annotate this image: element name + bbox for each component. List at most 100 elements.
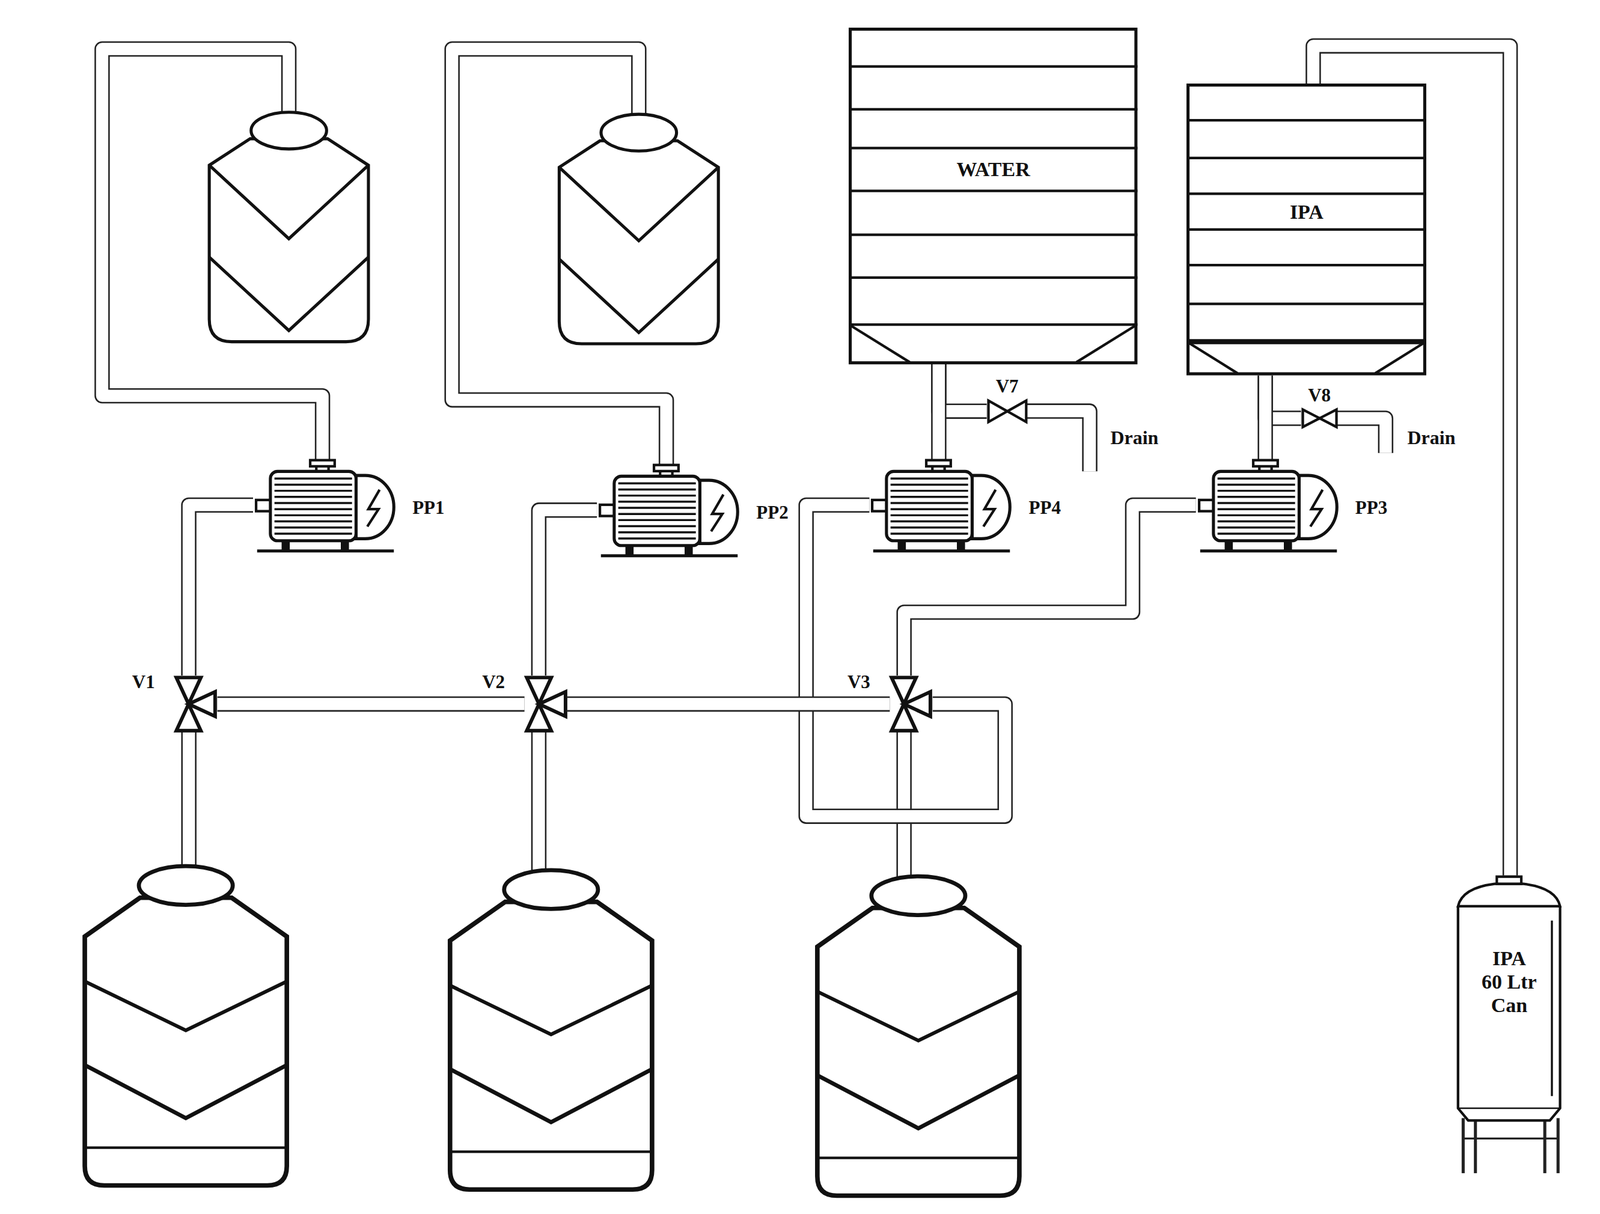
hopper-line [848, 323, 1138, 326]
pipe-connector [938, 364, 939, 460]
cooling-fin [890, 532, 969, 535]
motor-body [1213, 471, 1300, 541]
cooling-fin [274, 483, 353, 486]
cooling-fin [618, 513, 697, 516]
can-leg [1473, 1120, 1477, 1174]
can-body [1458, 906, 1561, 1121]
ipa-tank-symbol [1186, 83, 1427, 376]
pipe [180, 730, 196, 870]
lightning-symbol [711, 494, 724, 532]
lightning-symbol [983, 489, 996, 527]
tank-course-line [1186, 119, 1427, 122]
pipe-bore [538, 510, 597, 676]
pipe [532, 730, 545, 874]
water-tank-symbol [848, 27, 1138, 365]
cooling-fin [618, 525, 697, 528]
text-slot: WATER [848, 147, 1138, 191]
motor-end-cap [355, 475, 394, 539]
storage-vessel [817, 876, 1020, 1196]
hopper-slope [1188, 342, 1238, 374]
text-slot: V7 [994, 375, 1020, 398]
drain-valve-symbol [1301, 408, 1338, 429]
sight-glass [1550, 920, 1553, 1096]
pump-symbol [1196, 459, 1340, 556]
text-slot: IPA [1186, 194, 1427, 230]
cooling-fin [274, 532, 353, 535]
cooling-fin [1217, 507, 1295, 510]
can-flange [1497, 876, 1522, 884]
cooling-fin [618, 507, 697, 510]
text-slot: PP3 [1354, 497, 1389, 519]
valve-port [1007, 400, 1026, 422]
tank-course-line [1186, 263, 1427, 267]
tank-outline [1188, 85, 1426, 374]
pipe-wall [567, 696, 890, 712]
pipe-wall [217, 696, 525, 712]
drain-pipe [1025, 411, 1090, 472]
cooling-fin [618, 501, 697, 504]
label-slot: Drain [1108, 426, 1160, 449]
ipa-tank: IPA [1186, 83, 1427, 376]
tag-label: PP3 [1354, 497, 1389, 519]
drain-pipe [1335, 418, 1386, 454]
valve-port [538, 691, 565, 717]
valve-port [903, 691, 931, 717]
pump-base [1199, 549, 1337, 553]
cooling-fin [274, 477, 353, 480]
can-leg [1556, 1117, 1560, 1174]
three-way-valve: V1 [174, 675, 217, 733]
pipe-connector [538, 510, 597, 676]
cooling-fin [618, 494, 697, 497]
pump-flange [926, 460, 952, 467]
pump: PP3 [1196, 459, 1340, 556]
pipe-wall [538, 510, 597, 676]
water-tank: WATER [848, 27, 1138, 365]
motor-end-cap [1298, 475, 1337, 539]
text-slot: PP2 [754, 501, 790, 524]
cooling-fin [890, 514, 969, 517]
tag-label: PP1 [411, 497, 446, 519]
cooling-fin [274, 495, 353, 498]
drain-valve-symbol [986, 399, 1028, 424]
pipe-wall [1257, 375, 1273, 460]
tank-outline [850, 28, 1136, 363]
pump: PP1 [253, 459, 397, 556]
text-slot: V3 [846, 671, 872, 694]
pump-symbol [596, 464, 740, 561]
cooling-fin [1217, 520, 1295, 523]
tag-label: V7 [994, 375, 1020, 398]
tank-course-line [848, 276, 1138, 279]
fermenter-vessel [209, 112, 369, 342]
motor-body [270, 471, 357, 541]
fermenter-vessel [558, 114, 719, 344]
text-slot: V8 [1306, 384, 1332, 407]
cooling-fin [890, 507, 969, 510]
cooling-fin [890, 501, 969, 504]
cooling-fin [890, 526, 969, 529]
cooling-fin [890, 477, 969, 480]
can-seam [1458, 1107, 1561, 1109]
can-brace [1462, 1137, 1558, 1140]
three-way-valve: V2 [524, 675, 568, 733]
hopper-slope [851, 325, 910, 363]
cooling-fin [618, 488, 697, 491]
pump: PP2 [596, 464, 740, 561]
three-way-valve-symbol [889, 675, 933, 733]
can-dome [1458, 883, 1561, 906]
pump-symbol [253, 459, 397, 556]
cooling-fin [274, 489, 353, 492]
pump-base [873, 549, 1010, 553]
lightning-symbol [1310, 489, 1323, 527]
pipe-connector [217, 703, 525, 705]
cooling-fin [1217, 501, 1295, 504]
tank-course-line [1186, 156, 1427, 160]
cooling-fin [890, 520, 969, 523]
motor-end-cap [972, 475, 1011, 539]
tag-label: V1 [131, 671, 157, 694]
drain-valve: V8 [1301, 408, 1338, 429]
pipe [531, 730, 547, 874]
pump-base [257, 549, 394, 553]
cooling-fin [274, 501, 353, 504]
three-way-valve: V3 [889, 675, 933, 733]
motor-end-cap [700, 480, 739, 544]
